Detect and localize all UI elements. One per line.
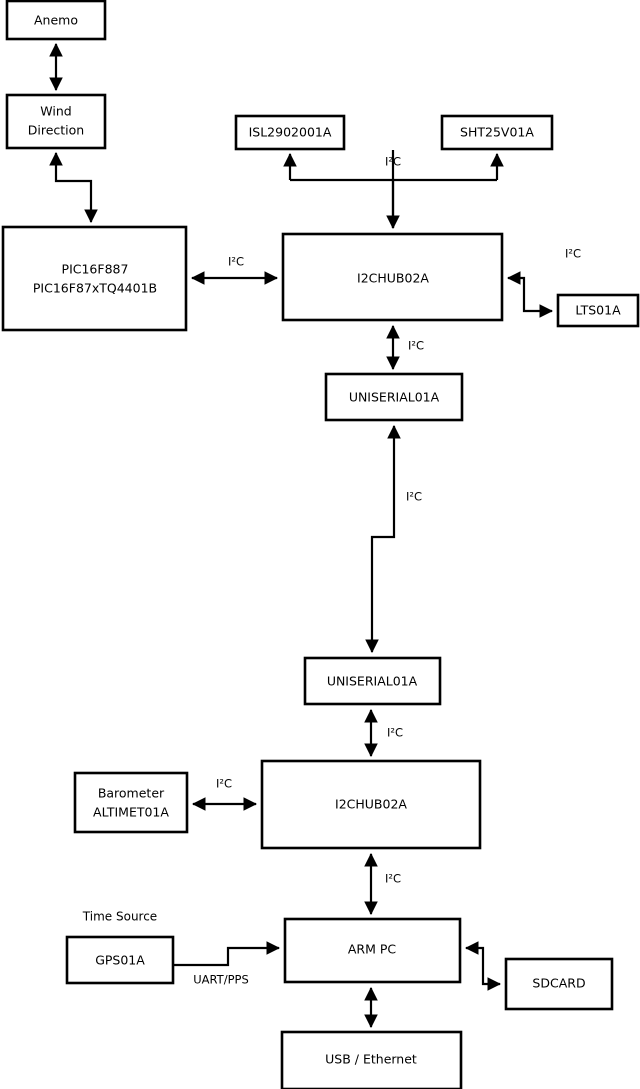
edge-label-i2c-uniserial-hub: I²C — [387, 726, 403, 740]
edge-label-i2c-pic-hub: I²C — [228, 255, 244, 269]
node-gps01a[interactable]: GPS01A — [65, 935, 175, 985]
node-anemo[interactable]: Anemo — [5, 0, 107, 41]
edge-label-i2c-uniserial-uniserial: I²C — [406, 490, 422, 504]
connection-gps-armpc — [173, 941, 281, 967]
node-isl2902001a[interactable]: ISL2902001A — [234, 114, 346, 151]
node-i2chub02a-top-label: I2CHUB02A — [357, 271, 429, 286]
node-uniserial01a-lower-label: UNISERIAL01A — [327, 674, 418, 689]
node-uniserial01a-upper-label: UNISERIAL01A — [349, 390, 440, 405]
connection-hubtop-lts — [506, 271, 554, 318]
node-usb-ethernet-label: USB / Ethernet — [325, 1052, 417, 1067]
node-wind-direction-label-line2: Direction — [28, 123, 84, 138]
connection-uniserial-uniserial — [365, 424, 401, 654]
node-barometer-label-line1: Barometer — [98, 786, 165, 801]
node-barometer[interactable]: Barometer ALTIMET01A — [73, 771, 189, 834]
node-wind-direction-label-line1: Wind — [40, 104, 71, 119]
connection-armpc-sdcard — [464, 941, 502, 991]
edge-label-i2c-hub-armpc: I²C — [385, 872, 401, 886]
node-i2chub02a-bottom[interactable]: I2CHUB02A — [260, 759, 482, 850]
edge-label-i2c-barometer: I²C — [216, 777, 232, 791]
label-time-source: Time Source — [82, 910, 157, 924]
node-usb-ethernet[interactable]: USB / Ethernet — [280, 1030, 463, 1089]
connections-layer — [49, 42, 554, 1029]
node-sdcard-label: SDCARD — [532, 976, 585, 991]
labels-layer: I²C I²C I²C I²C I²C I²C I²C I²C UART/PPS… — [82, 155, 581, 987]
node-sht25v01a[interactable]: SHT25V01A — [440, 114, 554, 151]
edge-label-i2c-lts: I²C — [565, 247, 581, 261]
edge-label-i2c-hub-uniserial: I²C — [408, 339, 424, 353]
node-arm-pc-label: ARM PC — [348, 942, 397, 957]
node-uniserial01a-upper[interactable]: UNISERIAL01A — [324, 372, 464, 422]
node-pic16f887[interactable]: PIC16F887 PIC16F87xTQ4401B — [1, 225, 188, 332]
node-uniserial01a-lower[interactable]: UNISERIAL01A — [303, 656, 442, 706]
node-pic16f887-label-line2: PIC16F87xTQ4401B — [33, 281, 157, 296]
edge-label-i2c-top-sensors: I²C — [385, 155, 401, 169]
node-barometer-label-line2: ALTIMET01A — [93, 805, 169, 820]
edge-label-uart-pps: UART/PPS — [193, 973, 249, 987]
node-sdcard[interactable]: SDCARD — [504, 957, 614, 1011]
node-isl2902001a-label: ISL2902001A — [249, 125, 332, 140]
node-pic16f887-label-line1: PIC16F887 — [62, 262, 129, 277]
node-anemo-label: Anemo — [34, 13, 78, 28]
node-arm-pc[interactable]: ARM PC — [283, 917, 462, 984]
node-i2chub02a-bottom-label: I2CHUB02A — [335, 797, 407, 812]
connection-pic-wind — [49, 151, 98, 224]
node-i2chub02a-top[interactable]: I2CHUB02A — [281, 232, 504, 322]
node-lts01a[interactable]: LTS01A — [556, 293, 640, 328]
node-gps01a-label: GPS01A — [95, 953, 145, 968]
node-lts01a-label: LTS01A — [575, 303, 621, 318]
node-sht25v01a-label: SHT25V01A — [460, 125, 534, 140]
node-wind-direction[interactable]: Wind Direction — [5, 93, 107, 150]
